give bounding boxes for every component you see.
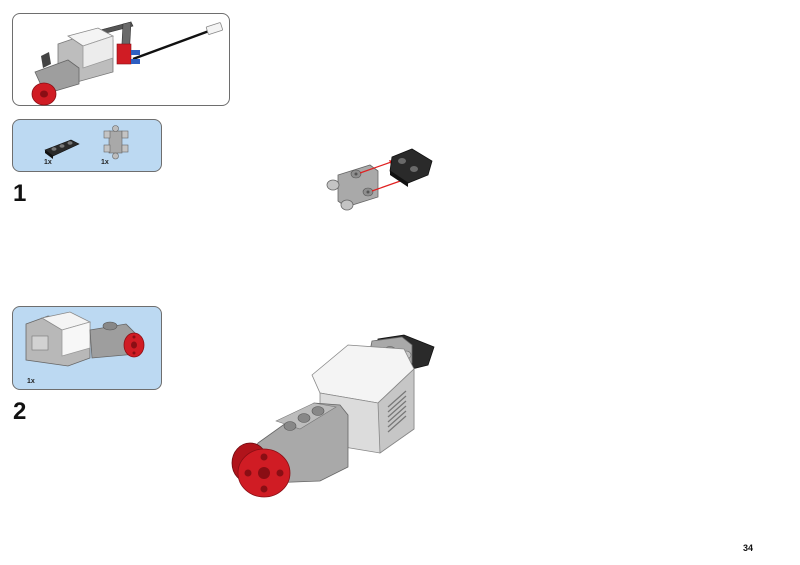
part-quantity: 1x: [27, 378, 35, 385]
part-quantity: 1x: [101, 159, 109, 166]
large-motor-part: [25, 311, 145, 367]
gray-double-connector-part: [103, 125, 129, 160]
submodel-callout: [12, 13, 230, 106]
black-beam-model: [389, 148, 433, 187]
step-number: 2: [13, 398, 27, 425]
page-number: 34: [743, 543, 754, 553]
step-2-assembly-illustration: [231, 334, 435, 498]
gray-double-connector-model: [326, 164, 379, 211]
step-1-assembly-illustration: [326, 148, 433, 211]
parts-list-step-2: 1x: [12, 306, 162, 390]
parts-list-step-1: 1x 1x: [12, 119, 162, 172]
part-quantity: 1x: [44, 159, 52, 166]
black-beam-part: [44, 139, 80, 159]
submodel-illustration: [31, 21, 223, 106]
step-number: 1: [13, 180, 27, 207]
